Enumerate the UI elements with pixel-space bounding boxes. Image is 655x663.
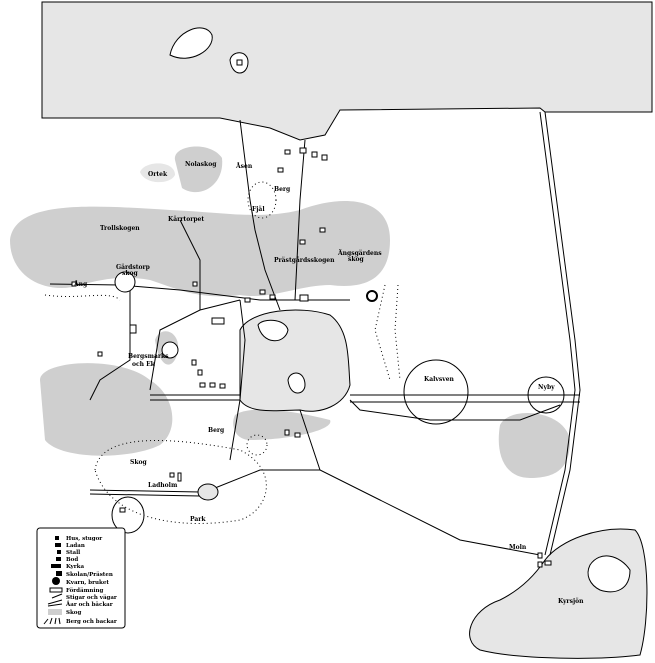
nyby-circle [527, 376, 565, 414]
svg-text:Fördämning: Fördämning [66, 587, 103, 594]
houses [71, 147, 552, 568]
stable-icon [55, 543, 61, 547]
svg-text:Skog: Skog [66, 610, 81, 616]
legend-item-school: Skolan/Prästen [56, 571, 113, 578]
grove-circle [111, 496, 145, 534]
legend-item-path: Stigar och vägar [51, 593, 117, 601]
lake-north [41, 1, 653, 141]
label-bergsmark: Bergsmarks [128, 353, 169, 360]
label-ortek: Ortek [148, 171, 168, 178]
lake-south [469, 528, 648, 659]
svg-text:Kvarn, bruket: Kvarn, bruket [66, 580, 109, 586]
svg-text:Skolan/Prästen: Skolan/Prästen [66, 571, 113, 578]
church-icon [51, 564, 61, 568]
legend-item-stream: Åar och bäckar [47, 599, 113, 608]
svg-text:Hus, stugor: Hus, stugor [66, 536, 102, 542]
hills [44, 181, 401, 524]
school-icon [56, 571, 62, 576]
svg-text:Stall: Stall [66, 550, 80, 556]
legend-item-field: Fördämning [49, 587, 103, 594]
label-berg-south: Berg [208, 427, 225, 434]
house [236, 59, 243, 66]
svg-text:Stigar och vägar: Stigar och vägar [66, 594, 117, 601]
lake-central [239, 309, 351, 412]
legend-item-house: Hus, stugor [55, 536, 102, 542]
label-prastgard: Prästgårdsskogen [274, 257, 335, 264]
island [169, 27, 213, 59]
legend-item-stable: Ladan [55, 543, 85, 549]
mill-icon [52, 577, 60, 585]
label-ang: Ång [73, 280, 88, 288]
house-icon [55, 536, 59, 540]
label-gardstorp: Gärdstorp [116, 264, 150, 271]
label-kalvsven: Kalvsven [424, 376, 455, 383]
svg-text:Ladan: Ladan [66, 543, 85, 549]
legend: Hus, stugor Ladan Stall Bod Kyrka Skolan… [36, 527, 126, 629]
legend-item-shed: Bod [56, 557, 78, 563]
svg-text:Bod: Bod [66, 557, 78, 563]
legend-item-hill: Berg och backar [43, 617, 117, 625]
label-trollskogen: Trollskogen [100, 225, 140, 232]
label-nyby: Nyby [538, 384, 555, 391]
roads [49, 111, 581, 556]
church-icon [161, 341, 179, 359]
label-skog: Skog [130, 459, 147, 466]
label-bergsmark-2: och Ek [132, 361, 156, 368]
barn-icon [57, 550, 61, 554]
label-angsgarden: Ängsgärdens [337, 250, 382, 257]
legend-item-forest: Skog [48, 609, 81, 616]
pond [114, 271, 136, 293]
hill-icon [43, 617, 61, 625]
label-gardstorp-2: skog [122, 270, 139, 277]
label-berg-north: Berg [274, 186, 291, 193]
path-icon [51, 593, 63, 599]
svg-text:Kyrka: Kyrka [66, 564, 84, 570]
forests [10, 146, 570, 478]
stream-icon [47, 599, 63, 607]
legend-item-mill: Kvarn, bruket [52, 577, 109, 586]
label-karrtorpet: Kärrtorpet [168, 216, 204, 223]
label-park: Park [190, 516, 206, 523]
label-sjon: Kyrsjön [558, 598, 584, 605]
label-moln: Moln [509, 544, 527, 551]
field-icon [49, 587, 63, 593]
mill-icon [366, 290, 378, 302]
legend-item-church: Kyrka [51, 564, 84, 570]
label-angsgarden-2: skog [348, 256, 365, 263]
svg-text:Åar och bäckar: Åar och bäckar [65, 600, 113, 608]
shed-icon [56, 557, 61, 561]
pond [197, 483, 219, 501]
svg-text:Berg och backar: Berg och backar [66, 619, 117, 625]
map-labels: Ortek Nolaskog Åsen Berg Trollskogen Kär… [73, 161, 584, 605]
forest-icon [48, 609, 62, 615]
kalvsven-circle [403, 359, 469, 425]
label-ladhols: Ladholm [148, 482, 178, 489]
label-asen: Åsen [235, 162, 253, 170]
legend-item-barn: Stall [57, 550, 80, 556]
label-fjal: Fjäl [252, 206, 265, 213]
label-nolaskog: Nolaskog [185, 161, 217, 168]
